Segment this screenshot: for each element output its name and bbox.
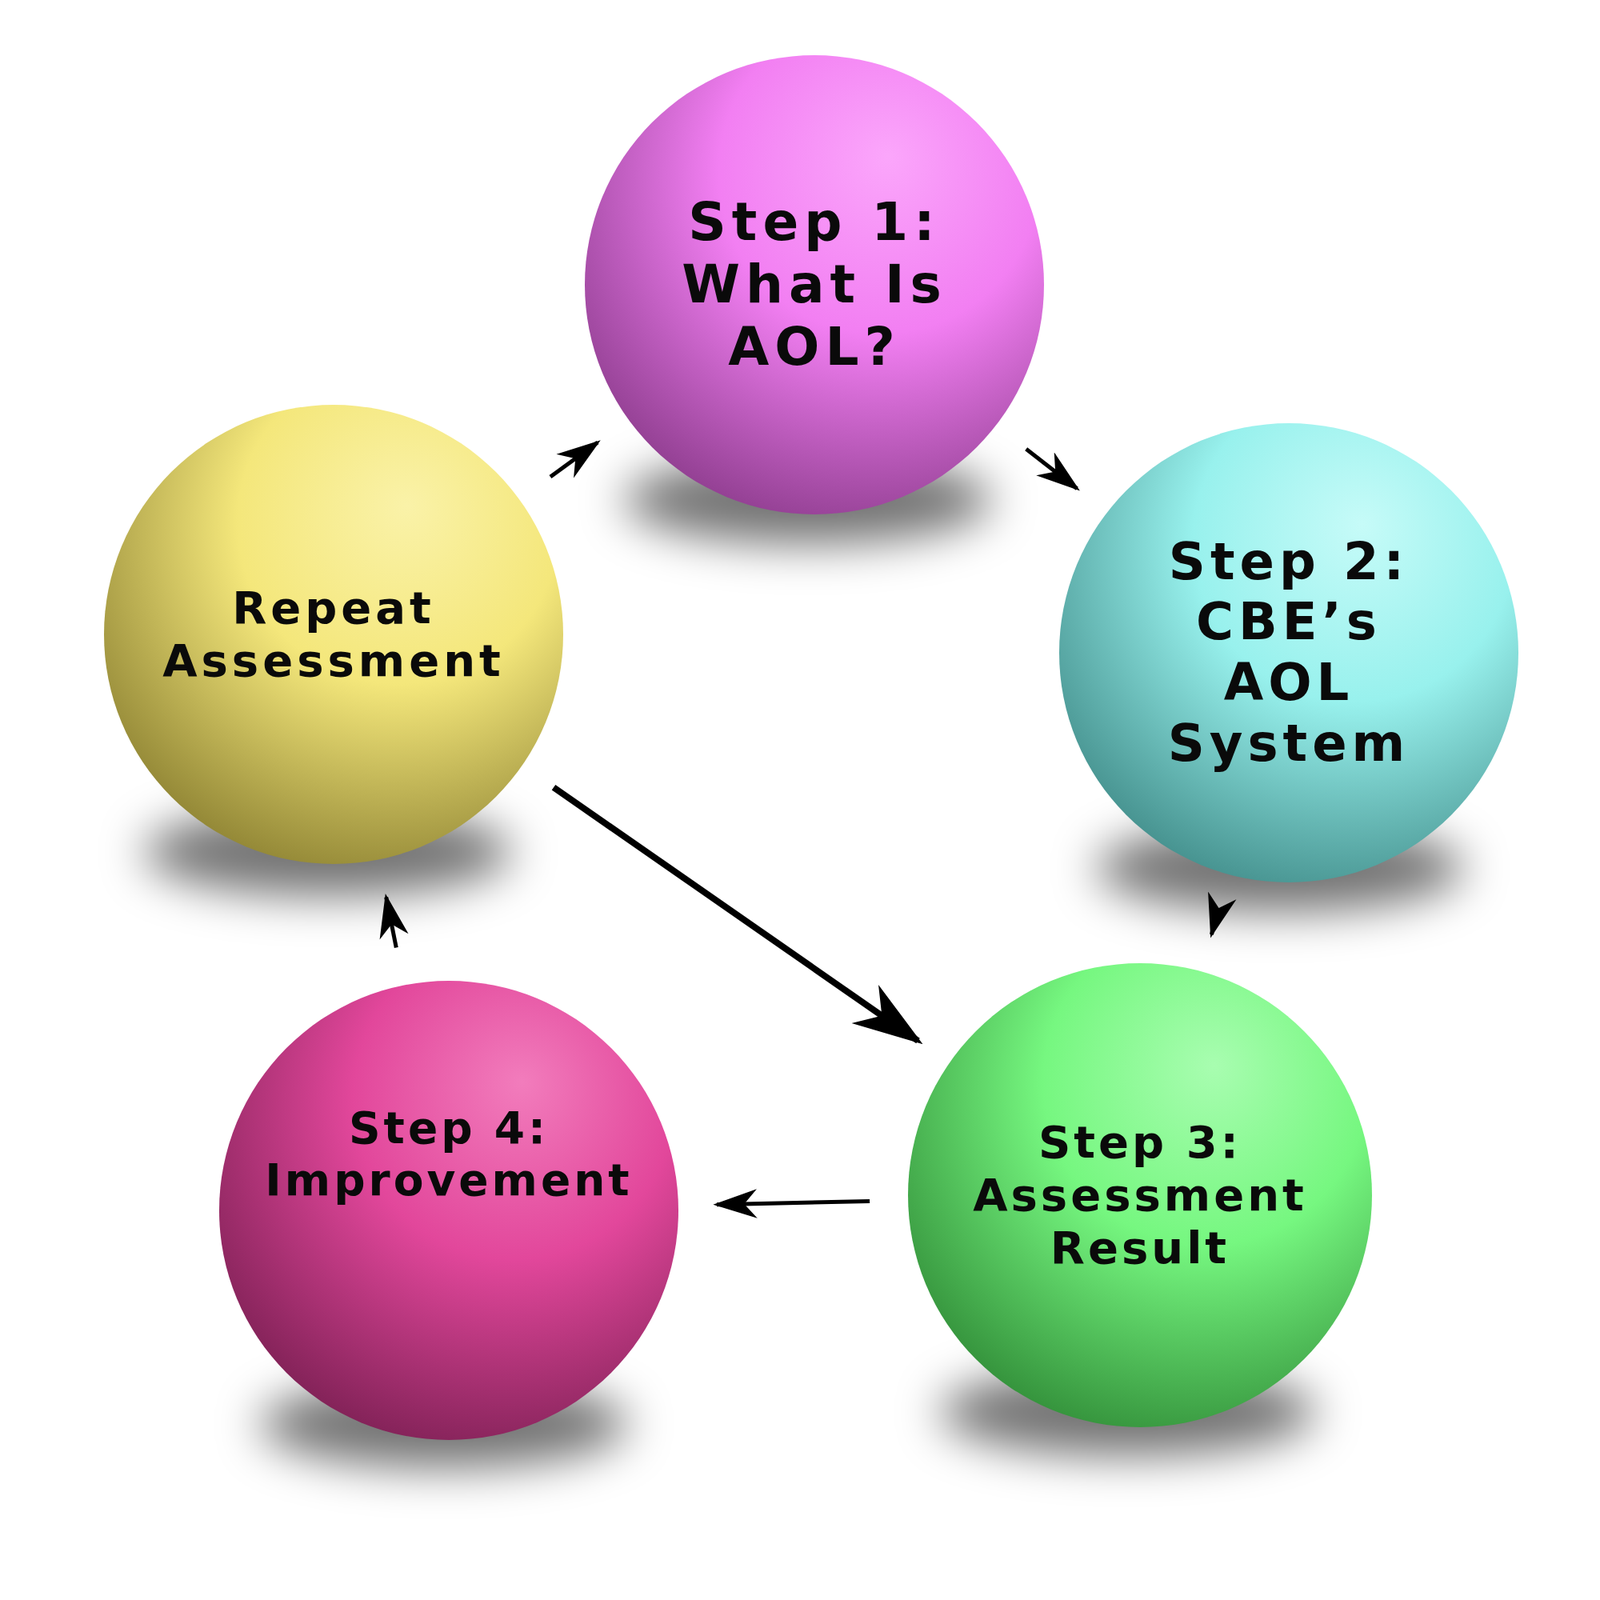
step-label: Step 1: What Is AOL? xyxy=(642,191,987,379)
step-label: Step 2: CBE’s AOL System xyxy=(1120,532,1457,774)
sphere-node: Step 4: Improvement xyxy=(219,980,679,1440)
sphere-body xyxy=(1059,423,1519,883)
cycle-arrow xyxy=(553,787,918,1041)
cycle-arrow xyxy=(716,1200,870,1204)
cycle-arrow xyxy=(1211,911,1218,935)
shadow-group xyxy=(144,456,1464,1468)
sphere-node: Step 1: What Is AOL? xyxy=(584,55,1044,515)
step-label: Step 4: Improvement xyxy=(264,1102,633,1207)
sphere-node: Repeat Assessment xyxy=(104,404,564,864)
sphere-body xyxy=(104,404,564,864)
sphere-shape xyxy=(219,980,679,1440)
cycle-arrow xyxy=(386,896,397,948)
step-label: Step 3: Assessment Result xyxy=(948,1116,1332,1275)
sphere-body xyxy=(908,963,1372,1428)
cycle-arrow xyxy=(1026,448,1078,488)
sphere-node: Step 3: Assessment Result xyxy=(908,963,1372,1428)
step-label: Repeat Assessment xyxy=(145,581,522,688)
cycle-arrow xyxy=(550,442,598,477)
sphere-body xyxy=(584,55,1044,515)
sphere-body xyxy=(219,980,679,1440)
sphere-node: Step 2: CBE’s AOL System xyxy=(1059,423,1519,883)
